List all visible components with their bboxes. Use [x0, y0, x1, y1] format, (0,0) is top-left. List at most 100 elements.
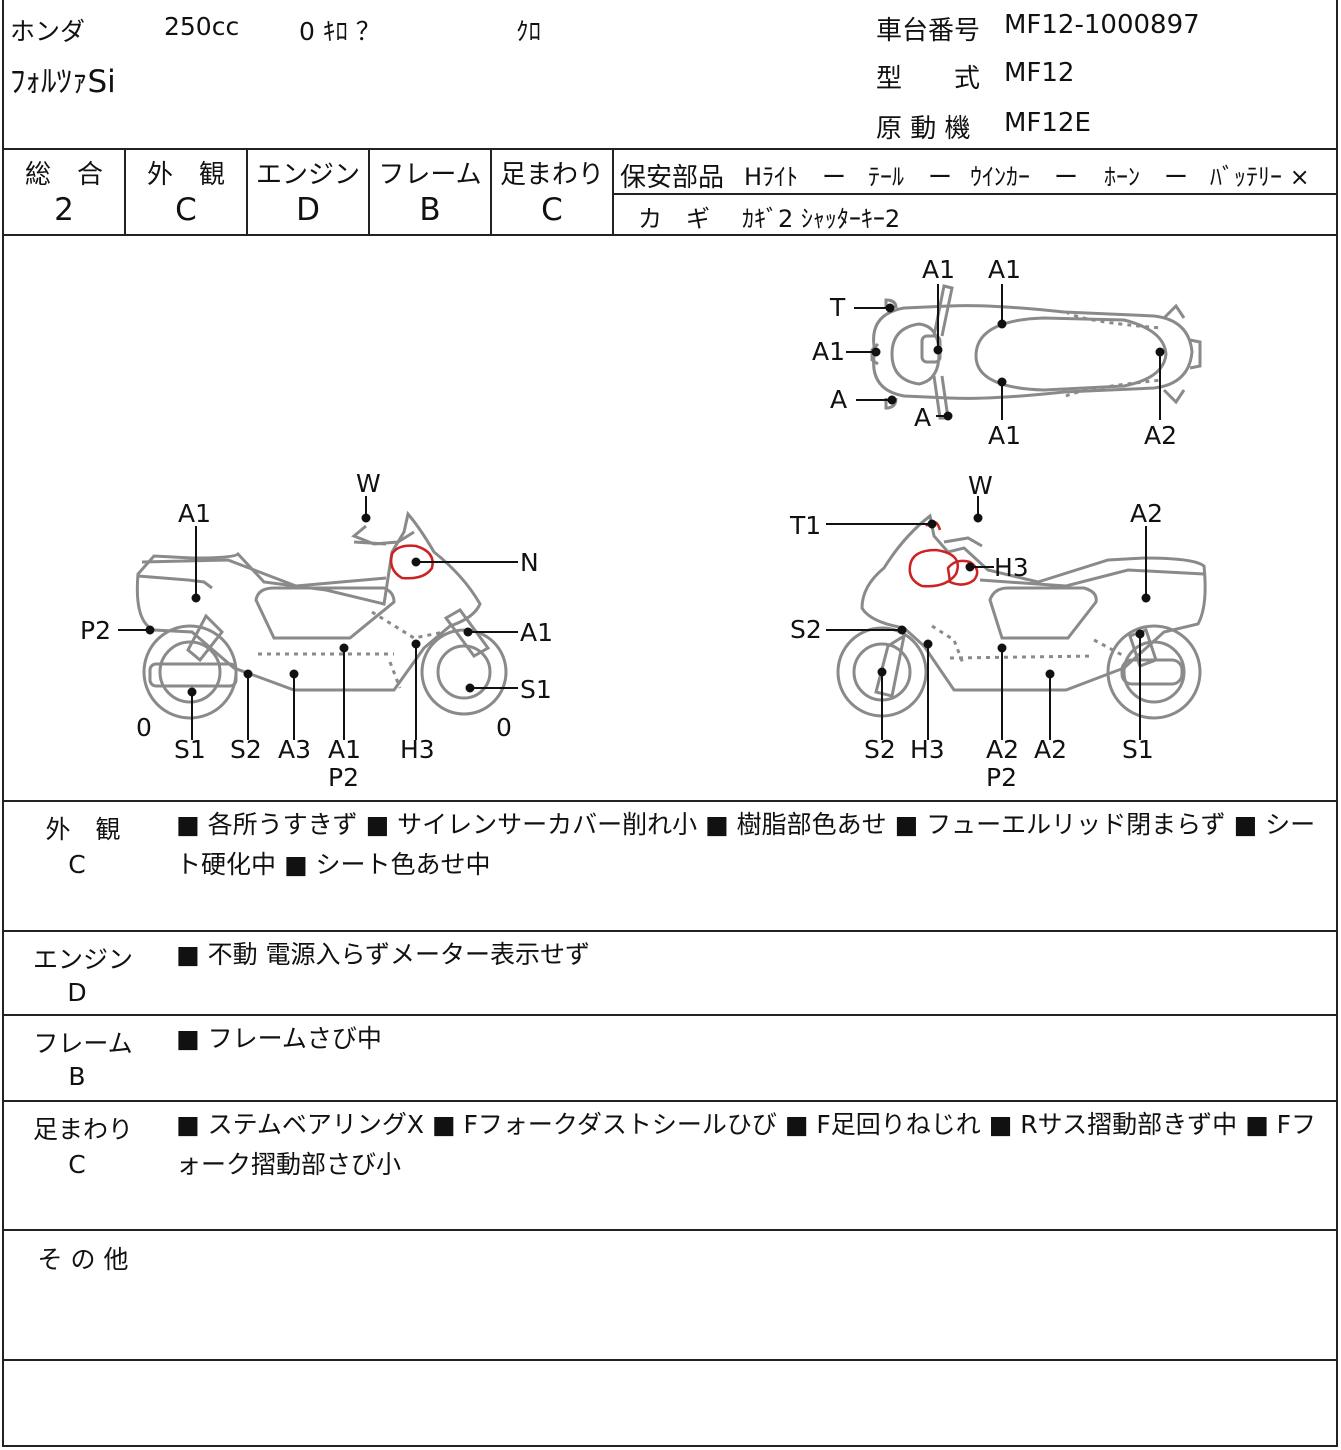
callout-label: A3: [278, 735, 311, 764]
divider: [4, 148, 1336, 150]
divider: [124, 148, 126, 236]
grade-overall-label: 総 合: [24, 160, 103, 190]
section-exterior-text: ■ 各所うすきず ■ サイレンサーカバー削れ小 ■ 樹脂部色あせ ■ フューエル…: [176, 810, 1316, 879]
divider: [4, 1100, 1336, 1102]
grade-engine-value: D: [296, 192, 320, 228]
section-exterior-name: 外 観: [45, 815, 121, 844]
engine-label: 原 動 機: [876, 114, 971, 144]
scooter-left-view: [135, 510, 508, 720]
callout-label: S1: [1122, 735, 1154, 764]
left-view-callouts: [118, 496, 518, 740]
callout-label: T1: [789, 511, 821, 540]
section-engine-grade: D: [67, 978, 87, 1007]
section-suspension-name: 足まわり: [32, 1115, 133, 1144]
callout-label: A1: [922, 255, 955, 284]
divider: [368, 148, 370, 236]
damage-diagram: A1 A1 T A1 A A A1 A2: [80, 255, 1207, 792]
grade-exterior-label: 外 観: [146, 160, 225, 190]
callout-label: S2: [864, 735, 896, 764]
odometer: 0 ｷﾛ ？: [299, 17, 381, 46]
key-value: ｶｷﾞ2 ｼｬｯﾀｰｷｰ2: [742, 205, 901, 233]
section-other-name: そ の 他: [37, 1245, 129, 1274]
grade-overall-value: 2: [54, 192, 74, 228]
section-suspension-grade: C: [68, 1150, 86, 1179]
callout-label: A2: [1034, 735, 1067, 764]
callout-label: A: [830, 385, 847, 414]
divider: [612, 148, 614, 236]
divider: [4, 1014, 1336, 1016]
section-frame-text: ■ フレームさび中: [176, 1024, 382, 1053]
callout-label: A1: [988, 421, 1021, 450]
callout-label: S2: [790, 615, 822, 644]
callout-label: 0: [136, 713, 152, 742]
callout-label: T: [829, 293, 846, 322]
frame-no: MF12-1000897: [1004, 10, 1200, 40]
callout-label: W: [356, 469, 381, 498]
right-view-callouts: [826, 496, 1151, 740]
key-label: カ ギ: [638, 205, 710, 233]
section-frame-grade: B: [68, 1062, 86, 1091]
callout-label: S1: [520, 675, 552, 704]
callout-label: N: [520, 548, 539, 577]
section-engine-text: ■ 不動 電源入らずメーター表示せず: [176, 940, 591, 969]
displacement: 250cc: [164, 12, 240, 41]
frame-no-label: 車台番号: [876, 16, 981, 46]
grade-engine-label: エンジン: [255, 160, 360, 190]
scooter-top-view: [870, 284, 1202, 420]
callout-label: A1: [988, 255, 1021, 284]
divider: [612, 193, 1336, 195]
callout-label: 0: [496, 713, 512, 742]
safety-winker: ｳｲﾝｶｰ ー: [970, 163, 1078, 191]
divider: [4, 930, 1336, 932]
divider: [4, 800, 1336, 802]
damage-mark: [908, 548, 959, 588]
grade-suspension-label: 足まわり: [499, 160, 604, 190]
callout-label: A1: [520, 618, 553, 647]
callout-label: P2: [80, 616, 111, 645]
grade-exterior-value: C: [175, 192, 197, 228]
divider: [4, 1359, 1336, 1361]
type-value: MF12: [1004, 58, 1075, 88]
grade-frame-value: B: [419, 192, 441, 228]
safety-horn: ﾎｰﾝ ー: [1104, 163, 1188, 191]
damage-mark: [389, 544, 434, 580]
top-view-callouts: [846, 284, 1165, 421]
callout-label: S1: [174, 735, 206, 764]
callout-label: P2: [986, 763, 1017, 792]
grade-frame-label: フレーム: [378, 160, 482, 190]
color: ｸﾛ: [516, 17, 542, 46]
maker: ホンダ: [10, 17, 86, 46]
safety-label: 保安部品: [620, 163, 725, 193]
safety-headlight: Hﾗｲﾄ ー: [744, 163, 847, 191]
callout-label: A1: [178, 499, 211, 528]
callout-label: A2: [986, 735, 1019, 764]
section-suspension-text: ■ ステムベアリングX ■ Fフォークダストシールひび ■ F足回りねじれ ■ …: [176, 1110, 1317, 1179]
divider: [4, 1229, 1336, 1231]
type-label: 型 式: [876, 64, 981, 94]
scooter-right-view: [836, 513, 1207, 720]
callout-label: S2: [230, 735, 262, 764]
callout-label: A1: [328, 735, 361, 764]
callout-label: A1: [812, 337, 845, 366]
callout-label: P2: [328, 763, 359, 792]
damage-mark: [946, 559, 979, 586]
callout-label: H3: [994, 553, 1029, 582]
divider: [4, 234, 1336, 236]
safety-tail: ﾃｰﾙ ー: [868, 163, 952, 191]
callout-label: A: [914, 403, 931, 432]
model-name: ﾌｫﾙﾂｧSi: [10, 64, 116, 100]
divider: [490, 148, 492, 236]
divider: [246, 148, 248, 236]
section-exterior-grade: C: [68, 850, 86, 879]
callout-label: A2: [1130, 499, 1163, 528]
grade-suspension-value: C: [541, 192, 563, 228]
callout-label: H3: [400, 735, 435, 764]
callout-label: H3: [910, 735, 945, 764]
section-frame-name: フレーム: [33, 1029, 133, 1058]
callout-label: W: [968, 471, 993, 500]
engine-value: MF12E: [1004, 108, 1091, 138]
section-engine-name: エンジン: [32, 945, 133, 974]
safety-battery: ﾊﾞｯﾃﾘｰ ×: [1210, 163, 1310, 191]
callout-label: A2: [1144, 421, 1177, 450]
